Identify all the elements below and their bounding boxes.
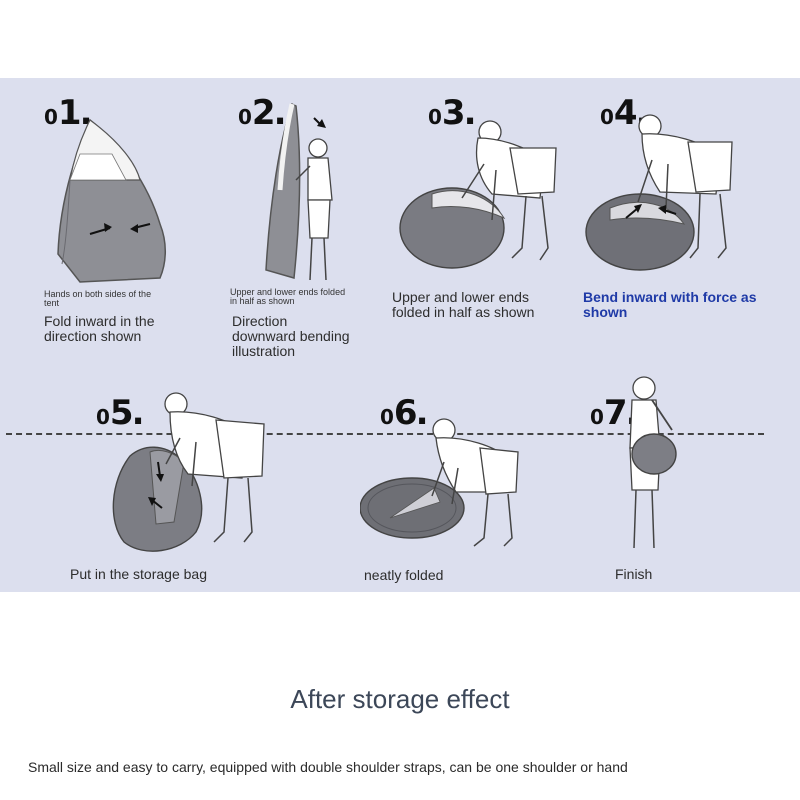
instruction-panel: 01. Hands on both sides of the tent Fold… (0, 78, 800, 592)
step-6-caption: neatly folded (364, 567, 444, 583)
step-2-caption: Direction downward bending illustration (232, 313, 350, 360)
step-3-fold-illustration (399, 120, 557, 269)
step-1-number: 01. (44, 93, 92, 133)
step-4-bend-illustration (585, 114, 733, 271)
step-5-caption: Put in the storage bag (70, 566, 207, 582)
step-6-folded-illustration (360, 418, 519, 547)
product-description: Small size and easy to carry, equipped w… (28, 759, 628, 775)
step-6-number: 06. (380, 393, 428, 433)
row-divider (6, 433, 764, 435)
step-3-number: 03. (428, 93, 476, 133)
step-2-number: 02. (238, 93, 286, 133)
step-5-bag-illustration (112, 392, 265, 552)
step-2-note: Upper and lower ends folded in half as s… (230, 287, 346, 307)
step-4-caption: Bend inward with force as shown (583, 289, 757, 321)
step-7-finish-illustration (629, 376, 677, 549)
step-1-caption: Fold inward in the direction shown (44, 313, 155, 345)
step-1-note: Hands on both sides of the tent (44, 289, 152, 309)
step-1-tent-illustration (57, 118, 166, 283)
after-storage-title: After storage effect (290, 684, 510, 714)
step-2-tent-illustration (265, 102, 333, 281)
step-7-caption: Finish (615, 566, 653, 582)
step-3-caption: Upper and lower ends folded in half as s… (392, 289, 535, 321)
step-5-number: 05. (96, 393, 144, 433)
